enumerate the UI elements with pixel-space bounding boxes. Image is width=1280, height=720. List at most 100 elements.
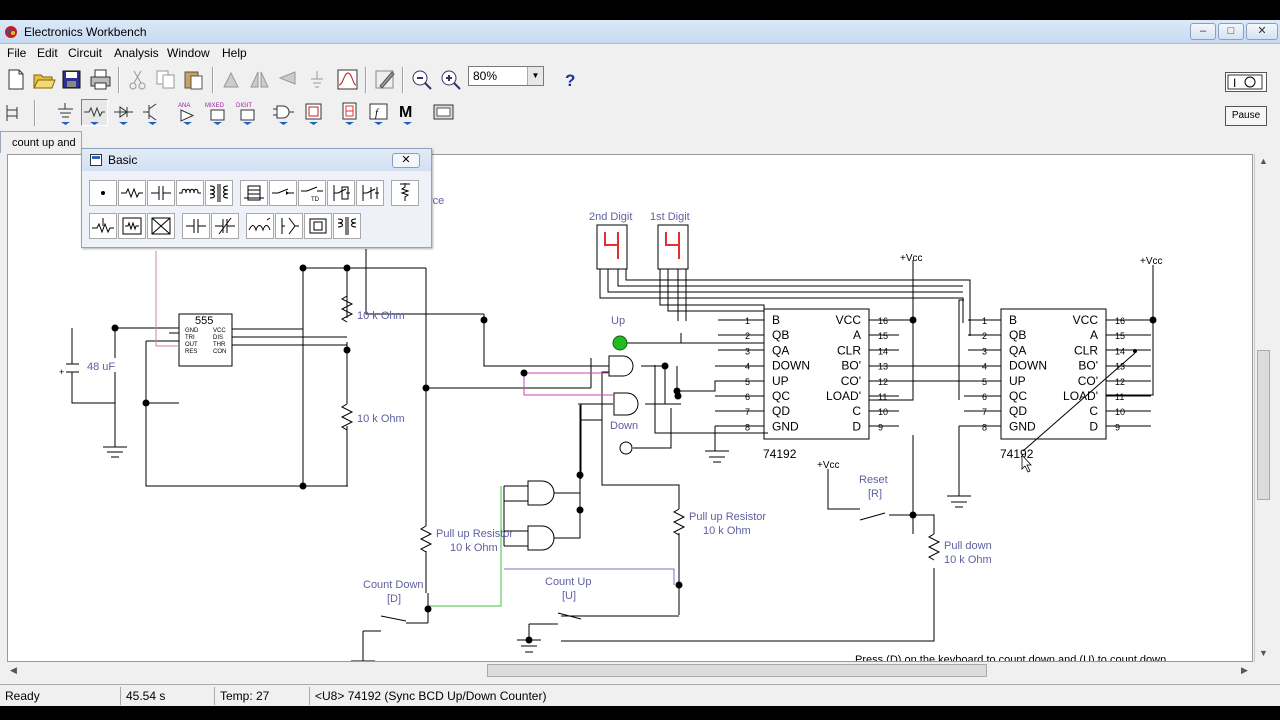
help-glyph: ? (565, 71, 575, 90)
inductor-icon[interactable] (176, 180, 204, 206)
copy-icon[interactable] (152, 66, 179, 93)
favorites-bin-icon[interactable] (2, 99, 29, 126)
crystal-icon[interactable] (304, 213, 332, 239)
sources-bin-icon[interactable] (52, 99, 79, 126)
horizontal-scroll-thumb[interactable] (487, 664, 987, 677)
counter2-pin-label: QA (1009, 343, 1026, 357)
palette-title-bar[interactable]: Basic ✕ (82, 149, 431, 171)
variable-capacitor-icon[interactable] (147, 213, 175, 239)
basic-palette-window[interactable]: Basic ✕ TD (81, 148, 432, 248)
zoom-select[interactable]: 80%▼ (468, 66, 544, 86)
magnetic-core-icon[interactable] (275, 213, 303, 239)
scroll-down-icon[interactable]: ▼ (1259, 648, 1268, 658)
partial-label: rce (429, 195, 444, 207)
counter1-pin-number: 1 (745, 316, 750, 326)
relay-icon[interactable] (240, 180, 268, 206)
time-delay-switch-icon[interactable]: TD (298, 180, 326, 206)
document-tab[interactable]: count up and (0, 131, 82, 153)
counter1-pin-number: 5 (745, 377, 750, 387)
horizontal-scrollbar[interactable]: ◀ ▶ (7, 662, 1253, 679)
rotate-icon[interactable] (218, 66, 245, 93)
current-controlled-switch-icon[interactable] (356, 180, 384, 206)
circuit-schematic[interactable]: 48 uF + 555 GND TRI OUT RES VCC DIS THR … (8, 155, 1253, 662)
minimize-button[interactable]: – (1190, 23, 1216, 40)
mixed-ics-bin-icon[interactable]: MIXED (204, 99, 231, 126)
help-icon[interactable]: ? (556, 66, 583, 93)
open-folder-icon[interactable] (30, 66, 57, 93)
counter2-pin-number: 4 (982, 362, 987, 372)
menu-circuit[interactable]: Circuit (68, 46, 103, 60)
pause-button[interactable]: Pause (1225, 106, 1267, 126)
close-button[interactable]: ✕ (1246, 23, 1278, 40)
green-wire (428, 486, 502, 607)
menu-help[interactable]: Help (222, 46, 247, 60)
counter2-pin-number: 15 (1115, 331, 1125, 341)
capacitor-icon[interactable] (147, 180, 175, 206)
scroll-up-icon[interactable]: ▲ (1259, 156, 1268, 166)
menu-window[interactable]: Window (167, 46, 210, 60)
polarized-capacitor-icon[interactable] (182, 213, 210, 239)
counter1-pin-number: 8 (745, 422, 750, 432)
svg-text:I: I (1233, 76, 1236, 90)
new-file-icon[interactable] (2, 66, 29, 93)
zoom-in-icon[interactable] (437, 66, 464, 93)
edit-pencil-icon[interactable] (372, 66, 399, 93)
vertical-scroll-thumb[interactable] (1257, 350, 1270, 500)
power-switch[interactable]: I (1225, 72, 1267, 92)
count-down-key: [D] (387, 593, 401, 605)
miscellaneous-bin-icon[interactable]: M (394, 99, 421, 126)
instruments-bin-icon[interactable] (430, 99, 457, 126)
transistors-bin-icon[interactable] (139, 99, 166, 126)
paste-icon[interactable] (180, 66, 207, 93)
voltage-controlled-switch-icon[interactable] (327, 180, 355, 206)
coreless-coil-icon[interactable] (333, 213, 361, 239)
digital-ics-bin-icon[interactable]: DIGIT (234, 99, 261, 126)
save-icon[interactable] (58, 66, 85, 93)
controls-bin-icon[interactable]: f (365, 99, 392, 126)
counter2-pin-label: C (1089, 404, 1098, 418)
digital-bin-icon[interactable] (300, 99, 327, 126)
nonlinear-transformer-icon[interactable] (246, 213, 274, 239)
vertical-scrollbar[interactable]: ▲ ▼ (1254, 154, 1271, 662)
indicators-bin-icon[interactable] (336, 99, 363, 126)
resistor-pack-icon[interactable] (118, 213, 146, 239)
diodes-bin-icon[interactable] (110, 99, 137, 126)
switch-icon[interactable] (269, 180, 297, 206)
analog-ics-bin-icon[interactable]: ANA (174, 99, 201, 126)
chevron-down-icon[interactable]: ▼ (527, 67, 543, 85)
transformer-icon[interactable] (205, 180, 233, 206)
variable-inductor-icon[interactable] (211, 213, 239, 239)
svg-text:VCC: VCC (213, 328, 226, 334)
counter1-pin-label: GND (772, 419, 799, 433)
basic-bin-icon[interactable] (81, 99, 108, 126)
counter2-pin-label: D (1089, 419, 1098, 433)
zoom-out-icon[interactable] (408, 66, 435, 93)
menu-analysis[interactable]: Analysis (114, 46, 159, 60)
scroll-left-icon[interactable]: ◀ (10, 665, 17, 675)
logic-gates-bin-icon[interactable] (270, 99, 297, 126)
flip-horizontal-icon[interactable] (246, 66, 273, 93)
potentiometer-icon[interactable] (89, 213, 117, 239)
toolbar-separator (402, 67, 404, 93)
document-tab-label: count up and (12, 137, 76, 149)
svg-text:M: M (399, 104, 412, 121)
svg-text:TD: TD (311, 197, 320, 203)
resistor-icon[interactable] (118, 180, 146, 206)
flip-vertical-icon[interactable] (274, 66, 301, 93)
pulldown-value: 10 k Ohm (944, 554, 992, 566)
scroll-right-icon[interactable]: ▶ (1241, 665, 1248, 675)
svg-text:+: + (59, 367, 64, 377)
maximize-button[interactable]: □ (1218, 23, 1244, 40)
svg-text:THR: THR (213, 342, 226, 348)
graph-icon[interactable] (334, 66, 361, 93)
counter1-pin-label: QD (772, 404, 790, 418)
cut-icon[interactable] (124, 66, 151, 93)
component-properties-icon[interactable] (304, 66, 331, 93)
pullup-resistor-icon[interactable] (391, 180, 419, 206)
menu-edit[interactable]: Edit (37, 46, 58, 60)
palette-close-button[interactable]: ✕ (392, 153, 420, 168)
menu-file[interactable]: File (7, 46, 27, 60)
print-icon[interactable] (87, 66, 114, 93)
counter2-pin-number: 5 (982, 377, 987, 387)
connector-icon[interactable] (89, 180, 117, 206)
